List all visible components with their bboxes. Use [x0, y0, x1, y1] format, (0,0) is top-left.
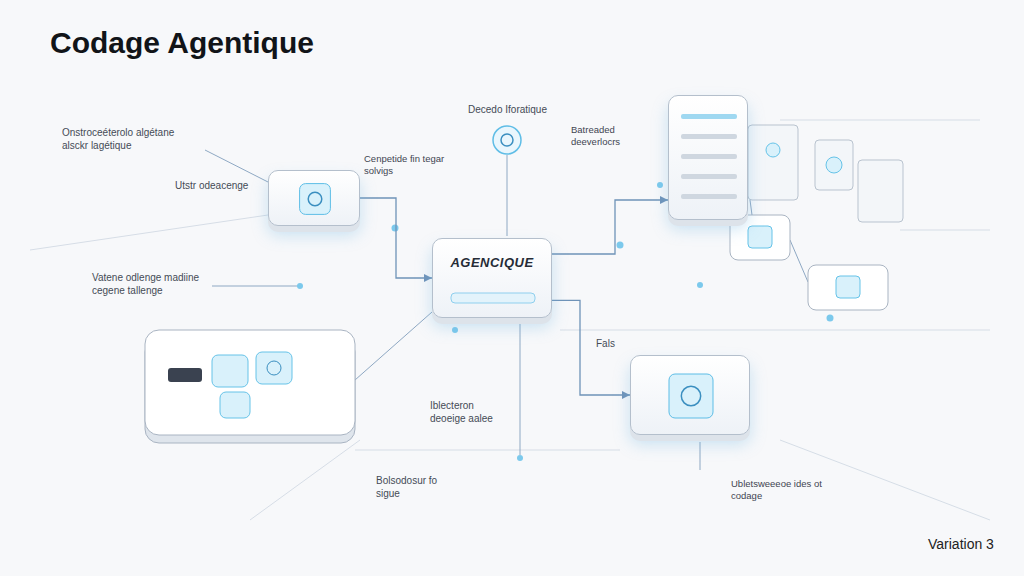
wire: [355, 312, 432, 380]
top-icon-core: [501, 134, 513, 146]
panel: [815, 140, 853, 190]
wire: [790, 240, 808, 282]
wire: [700, 442, 701, 470]
callout-label: Utstr odeacenge: [175, 180, 255, 193]
leader-line: [212, 286, 300, 287]
panel-icon: [826, 157, 842, 173]
grid-line: [250, 440, 360, 520]
tablet-tag: [168, 368, 202, 382]
dot: [827, 315, 834, 322]
doc-line: [681, 194, 737, 199]
process-box: Cenpetide fin tegar solvigs: [268, 170, 360, 226]
tablet-illustration: [145, 330, 355, 443]
icon-core: [308, 192, 322, 206]
small-box: [730, 215, 790, 260]
doc-line: [681, 134, 737, 139]
document-panel: Batreaded deeverlocrs: [668, 95, 748, 220]
tablet-top: [145, 330, 355, 435]
wire: [507, 155, 508, 236]
connector: [360, 198, 432, 278]
panel: [858, 160, 903, 222]
wire: [750, 200, 752, 215]
tablet-icon-core: [267, 361, 281, 375]
connector: [552, 200, 668, 254]
callout-label: Fals: [596, 338, 636, 351]
grid-line: [30, 215, 268, 250]
small-box-icon: [748, 226, 772, 248]
diagram-title: Codage Agentique: [50, 26, 314, 60]
dot: [617, 242, 624, 249]
leader-line: [205, 150, 268, 182]
doc-line: [681, 154, 737, 159]
dot: [697, 282, 703, 288]
tablet-icon: [212, 355, 248, 387]
process-box: AGENCIQUE: [432, 238, 552, 318]
top-icon: [493, 126, 521, 154]
wire: [520, 322, 521, 455]
connector: [552, 300, 630, 395]
dot: [452, 327, 458, 333]
grid-line: [560, 330, 990, 331]
tablet-icon: [256, 352, 292, 384]
doc-line: [681, 114, 737, 119]
panel: [748, 125, 798, 200]
icon-square: [669, 374, 713, 418]
box-heading: Batreaded deeverlocrs: [571, 124, 661, 148]
tablet-icon: [220, 392, 250, 418]
callout-label: Iblecteron deoeige aalee: [430, 400, 510, 425]
callout-label: Onstroceéterolo algétane alsckr lagétiqu…: [62, 127, 202, 152]
box-icon: [631, 356, 751, 436]
callout-label: Decedo Iforatique: [460, 104, 555, 117]
grid-line: [780, 120, 980, 121]
grid-line: [900, 230, 990, 231]
process-box: Ubletsweeeoe ides ot codage: [630, 355, 750, 435]
doc-line: [681, 174, 737, 179]
small-boxes: [730, 125, 903, 310]
variant-label: Variation 3: [928, 536, 1018, 554]
box-heading: Cenpetide fin tegar solvigs: [364, 153, 449, 177]
box-icon: [669, 96, 749, 221]
dot: [297, 283, 303, 289]
small-box: [808, 265, 888, 310]
icon-square: [300, 184, 331, 215]
icon-core: [681, 386, 700, 405]
screen-bar: [451, 293, 535, 303]
grid-line: [355, 450, 620, 451]
dots: [297, 182, 834, 461]
box-icon: [433, 239, 553, 319]
box-icon: [269, 171, 361, 227]
dot: [517, 455, 523, 461]
callout-label: Vatene odlenge madiine cegene tallenge: [92, 272, 207, 297]
callout-label: Bolsodosur fo sigue: [376, 475, 456, 500]
box-heading: Ubletsweeeoe ides ot codage: [731, 478, 826, 502]
box-label: AGENCIQUE: [433, 239, 551, 270]
panel-icon: [766, 143, 780, 157]
small-box-icon: [836, 276, 860, 298]
dot: [392, 225, 399, 232]
dot: [657, 182, 663, 188]
